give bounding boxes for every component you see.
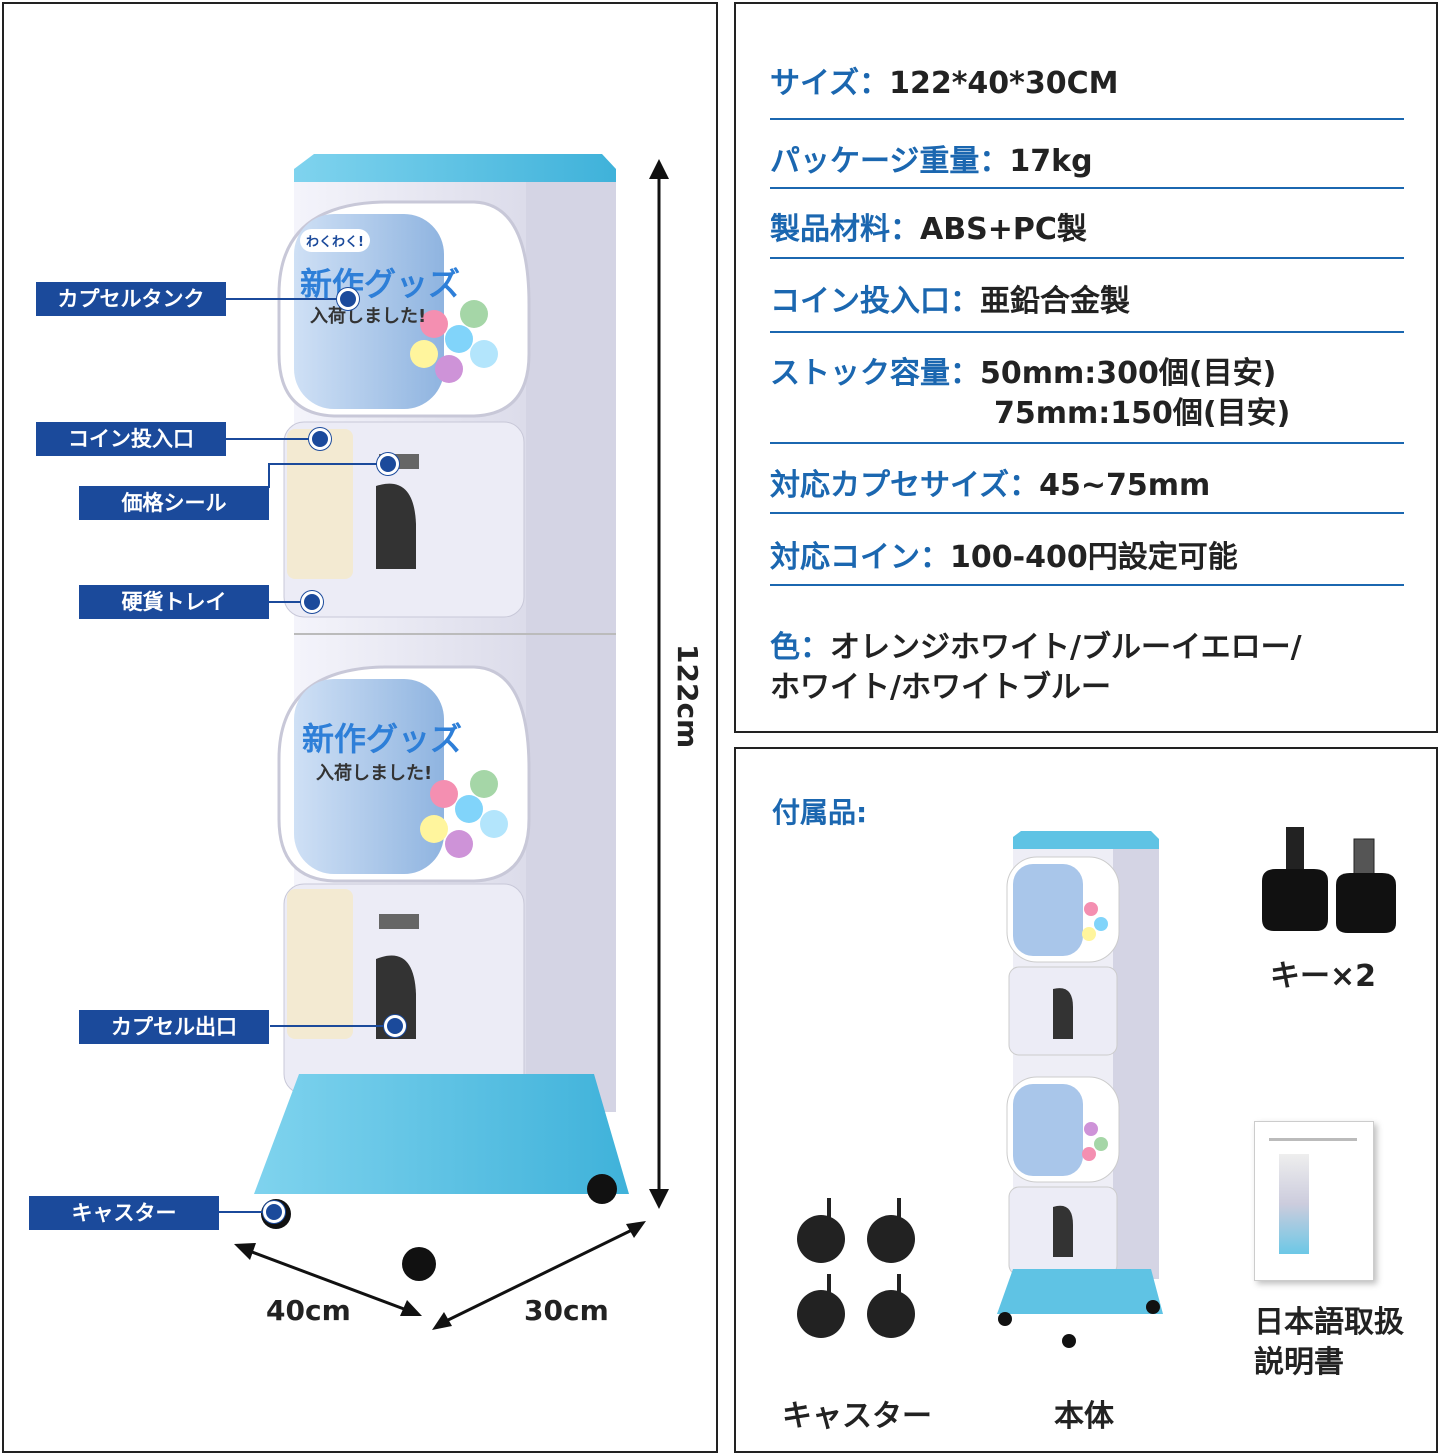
spec-coin-slot: コイン投入口：亜鉛合金製 — [770, 284, 1130, 319]
spec-divider — [770, 442, 1404, 444]
coin-tray-marker — [301, 591, 323, 613]
gacha-machine-illustration — [219, 154, 669, 1330]
spec-color-line2: ホワイト/ホワイトブルー — [770, 670, 1111, 705]
caster-marker — [263, 1201, 285, 1223]
height-label: 122cm — [671, 644, 704, 749]
spec-material: 製品材料：ABS+PC製 — [770, 212, 1087, 247]
spec-divider — [770, 257, 1404, 259]
callout-capsule-outlet: カプセル出口 — [79, 1010, 269, 1044]
spec-panel: サイズ：122*40*30CM パッケージ重量：17kg 製品材料：ABS+PC… — [734, 2, 1438, 733]
manual-caption-line2: 説明書 — [1254, 1345, 1344, 1380]
accessories-title: 付属品: — [772, 796, 868, 829]
spec-capsule-size: 対応カプセサイズ：45~75mm — [770, 468, 1211, 503]
machine-label-line1-lower: 新作グッズ — [302, 720, 463, 758]
spec-coin: 対応コイン：100-400円設定可能 — [770, 540, 1238, 575]
callout-caster: キャスター — [29, 1196, 219, 1230]
coin-slot-marker — [309, 428, 331, 450]
machine-badge: わくわく! — [300, 229, 370, 252]
product-diagram-panel: わくわく! 新作グッズ 入荷しました! 新作グッズ 入荷しました! カプセルタン… — [2, 2, 718, 1453]
capsule-outlet-marker — [384, 1015, 406, 1037]
spec-color: 色：オレンジホワイト/ブルーイエロー/ — [770, 630, 1302, 665]
capsule-tank-marker — [337, 288, 359, 310]
caster-caption: キャスター — [782, 1399, 932, 1434]
capsules-upper — [410, 300, 498, 383]
spec-stock: ストック容量：50mm:300個(目安) — [770, 356, 1277, 391]
key-caption: キー×2 — [1270, 959, 1377, 994]
spec-divider — [770, 512, 1404, 514]
callout-coin-tray: 硬貨トレイ — [79, 585, 269, 619]
body-caption: 本体 — [1054, 1399, 1114, 1434]
manual-image — [1254, 1121, 1374, 1281]
spec-weight: パッケージ重量：17kg — [770, 144, 1093, 179]
width-label: 40cm — [266, 1294, 351, 1327]
caster-image — [797, 1198, 915, 1338]
manual-caption-line1: 日本語取扱 — [1254, 1305, 1404, 1340]
spec-divider — [770, 584, 1404, 586]
callout-price-sticker: 価格シール — [79, 486, 269, 520]
machine-label-line1: 新作グッズ — [300, 265, 461, 303]
capsules-lower — [420, 770, 508, 858]
spec-divider — [770, 187, 1404, 189]
spec-stock-line2: 75mm:150個(目安) — [994, 396, 1291, 431]
price-sticker-marker — [377, 453, 399, 475]
spec-size: サイズ：122*40*30CM — [770, 66, 1119, 101]
callout-capsule-tank: カプセルタンク — [36, 282, 226, 316]
machine-label-line2-lower: 入荷しました! — [316, 763, 433, 784]
key-icon — [1262, 827, 1396, 933]
callout-coin-slot: コイン投入口 — [36, 422, 226, 456]
machine-body-image — [997, 831, 1163, 1348]
machine-label-line2: 入荷しました! — [310, 306, 427, 327]
spec-divider — [770, 331, 1404, 333]
depth-label: 30cm — [524, 1294, 609, 1327]
accessories-panel: 付属品: キー×2 日本語取扱 説明書 — [734, 747, 1438, 1453]
spec-divider — [770, 118, 1404, 120]
